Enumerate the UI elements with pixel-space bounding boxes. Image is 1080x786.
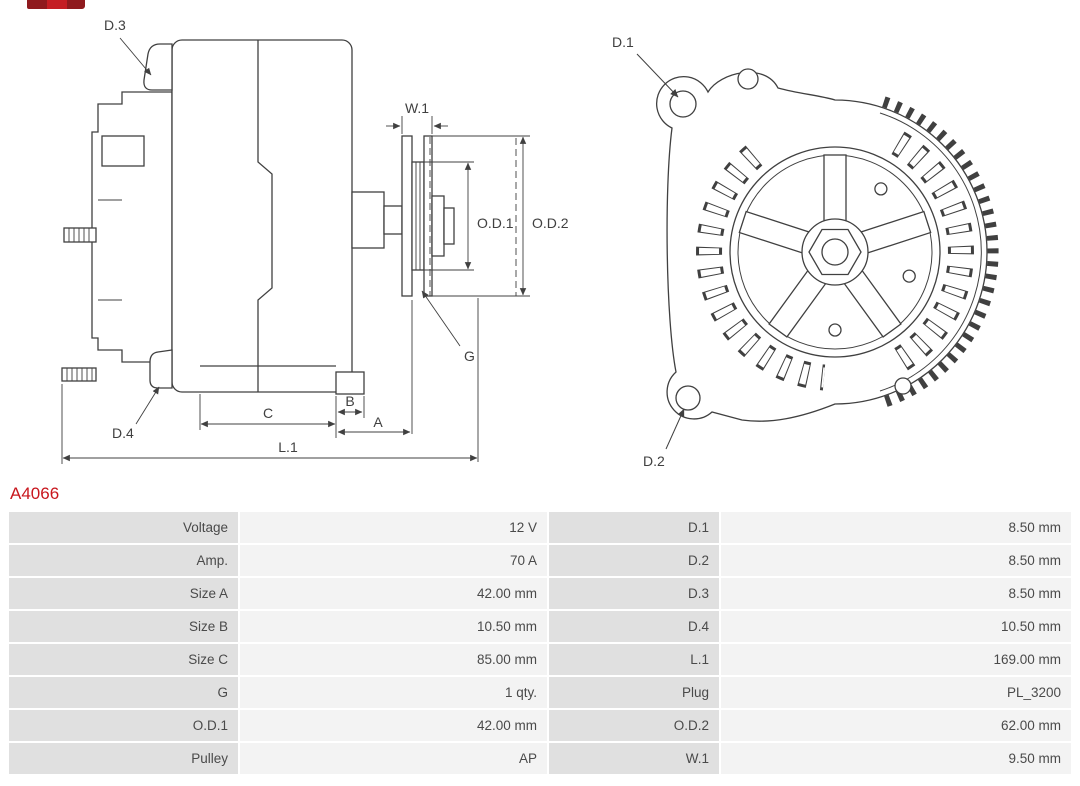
- spec-label-cell: Size C: [9, 644, 238, 675]
- spec-label-cell: D.1: [549, 512, 719, 543]
- terminal-stud: [63, 227, 97, 243]
- spec-value-cell: 9.50 mm: [721, 743, 1071, 774]
- mounting-hole-d2: [675, 385, 701, 411]
- pulley-spokes: [738, 154, 932, 338]
- side-view-labels: D.3 D.4 W.1 O.D.1 O.D.2 G C B A L.1: [104, 17, 569, 455]
- small-hole-top: [737, 68, 759, 90]
- side-view-drawing: [61, 39, 517, 395]
- dim-label-g: G: [464, 348, 475, 364]
- dim-label-od1: O.D.1: [477, 215, 514, 231]
- through-bolt: [61, 367, 97, 382]
- mounting-ear-top: [143, 43, 173, 91]
- spec-label-cell: Size A: [9, 578, 238, 609]
- spec-value-cell: 62.00 mm: [721, 710, 1071, 741]
- as-pl-logo: [27, 0, 85, 9]
- dim-label-c: C: [263, 405, 273, 421]
- spec-value-cell: 42.00 mm: [240, 710, 547, 741]
- part-number-heading: A4066: [10, 484, 60, 503]
- dim-label-d1: D.1: [612, 34, 634, 50]
- spec-value-cell: PL_3200: [721, 677, 1071, 708]
- spec-value-cell: 85.00 mm: [240, 644, 547, 675]
- front-view-labels: D.1 D.2: [612, 34, 665, 469]
- spec-value-cell: 42.00 mm: [240, 578, 547, 609]
- dim-label-b: B: [345, 393, 354, 409]
- spec-label-cell: D.2: [549, 545, 719, 576]
- shaft: [383, 205, 403, 235]
- spec-label-cell: L.1: [549, 644, 719, 675]
- mounting-hole-d1: [669, 90, 697, 118]
- spec-label-cell: Plug: [549, 677, 719, 708]
- dim-label-w1: W.1: [405, 100, 429, 116]
- spec-label-cell: Voltage: [9, 512, 238, 543]
- mounting-foot: [335, 371, 365, 395]
- spec-value-cell: AP: [240, 743, 547, 774]
- spec-label-cell: G: [9, 677, 238, 708]
- spec-label-cell: Size B: [9, 611, 238, 642]
- dim-label-d3: D.3: [104, 17, 126, 33]
- alternator-body: [171, 39, 353, 393]
- spec-value-cell: 169.00 mm: [721, 644, 1071, 675]
- pulley-groove: [411, 161, 425, 271]
- spec-value-cell: 8.50 mm: [721, 545, 1071, 576]
- dim-label-a: A: [373, 414, 383, 430]
- spec-value-cell: 12 V: [240, 512, 547, 543]
- technical-diagram: D.3 D.4 W.1 O.D.1 O.D.2 G C B A L.1: [61, 17, 999, 469]
- spec-label-cell: O.D.1: [9, 710, 238, 741]
- front-view-dimensions: [636, 53, 685, 450]
- spec-label-cell: O.D.2: [549, 710, 719, 741]
- spec-label-cell: Pulley: [9, 743, 238, 774]
- mounting-ear-bottom: [149, 349, 173, 389]
- pulley-flange-rear: [401, 135, 413, 297]
- spec-label-cell: D.3: [549, 578, 719, 609]
- spec-label-cell: D.4: [549, 611, 719, 642]
- pulley-flange-front: [423, 135, 433, 297]
- dim-label-l1: L.1: [278, 439, 298, 455]
- shaft-nut: [443, 207, 455, 245]
- side-view-dimensions: [61, 37, 530, 464]
- spec-value-cell: 1 qty.: [240, 677, 547, 708]
- spec-value-cell: 8.50 mm: [721, 512, 1071, 543]
- small-hole-bottom: [894, 377, 912, 395]
- alternator-drawing: D.3 D.4 W.1 O.D.1 O.D.2 G C B A L.1: [61, 17, 999, 469]
- spec-label-cell: Amp.: [9, 545, 238, 576]
- dim-label-od2: O.D.2: [532, 215, 569, 231]
- spec-table: Voltage 12 V D.1 8.50 mm Amp. 70 A D.2 8…: [9, 512, 1071, 774]
- spec-value-cell: 8.50 mm: [721, 578, 1071, 609]
- spec-value-cell: 70 A: [240, 545, 547, 576]
- front-view-drawing: [655, 68, 999, 422]
- spec-label-cell: W.1: [549, 743, 719, 774]
- serrated-edge: [882, 96, 999, 408]
- dim-label-d2: D.2: [643, 453, 665, 469]
- dim-label-d4: D.4: [112, 425, 134, 441]
- spec-value-cell: 10.50 mm: [721, 611, 1071, 642]
- spec-value-cell: 10.50 mm: [240, 611, 547, 642]
